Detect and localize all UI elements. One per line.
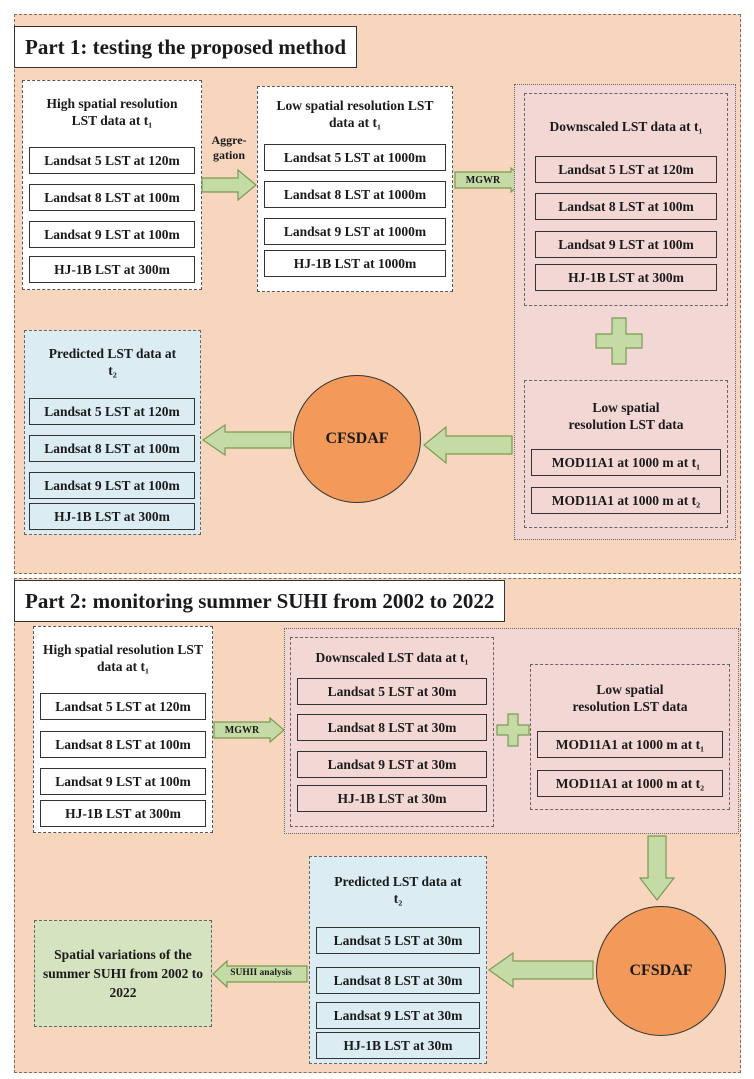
part2-downscaled-item: HJ-1B LST at 30m — [297, 785, 487, 812]
part1-downscaled-title: Downscaled LST data at t₁ — [549, 119, 703, 134]
part2-predicted-item: Landsat 9 LST at 30m — [316, 1002, 480, 1029]
part2-downscaled-title: Downscaled LST data at t₁ — [315, 650, 469, 665]
part2-high-res-item: Landsat 8 LST at 100m — [40, 731, 206, 758]
part1-downscaled-item: Landsat 9 LST at 100m — [535, 231, 717, 258]
spatial-variations-box: Spatial variations of the summer SUHI fr… — [34, 920, 212, 1027]
part2-low-modis-item: MOD11A1 at 1000 m at t₁ — [537, 731, 723, 758]
part2-high-res-item: Landsat 5 LST at 120m — [40, 693, 206, 720]
part2-low-modis-box: Low spatial resolution LST data MOD11A1 … — [530, 664, 730, 810]
part1-title: Part 1: testing the proposed method — [14, 26, 358, 68]
part2-downscaled-item: Landsat 8 LST at 30m — [297, 714, 487, 741]
part1-right-container — [514, 84, 736, 540]
arrow-left-icon — [201, 423, 292, 457]
part1-high-res-item: HJ-1B LST at 300m — [29, 256, 195, 283]
part2-mgwr-label: MGWR — [224, 725, 260, 736]
part1-predicted-item: Landsat 5 LST at 120m — [29, 398, 195, 425]
part1-low-res-title: Low spatial resolution LST data at t₁ — [276, 98, 434, 130]
arrow-left-icon — [487, 951, 594, 989]
part2-low-modis-title: Low spatial resolution LST data — [572, 682, 688, 714]
part1-low-res-box: Low spatial resolution LST data at t₁ La… — [257, 86, 453, 292]
arrow-left-icon — [212, 959, 308, 989]
aggregation-label: Aggre- gation — [211, 133, 247, 162]
part1-low-res-item: HJ-1B LST at 1000m — [264, 250, 446, 277]
part2-predicted-item: Landsat 5 LST at 30m — [316, 927, 480, 954]
plus-icon — [595, 317, 643, 365]
part1-low-modis-item: MOD11A1 at 1000 m at t₁ — [531, 449, 721, 476]
part2-cfsdaf-label: CFSDAF — [629, 962, 693, 979]
part2-predicted-item: HJ-1B LST at 30m — [316, 1032, 480, 1059]
part1-high-res-item: Landsat 5 LST at 120m — [29, 147, 195, 174]
part2-downscaled-item: Landsat 9 LST at 30m — [297, 751, 487, 778]
arrow-left-icon — [423, 425, 513, 465]
part1-downscaled-item: Landsat 8 LST at 100m — [535, 193, 717, 220]
part1-low-res-item: Landsat 9 LST at 1000m — [264, 218, 446, 245]
part1-cfsdaf-circle: CFSDAF — [293, 375, 421, 503]
part2-high-res-item: Landsat 9 LST at 100m — [40, 768, 206, 795]
part1-low-modis-title: Low spatial resolution LST data — [568, 400, 684, 432]
part2-high-res-box: High spatial resolution LST data at t₁ L… — [33, 626, 213, 833]
part2-predicted-box: Predicted LST data at t₂ Landsat 5 LST a… — [309, 856, 487, 1064]
part2-low-modis-item: MOD11A1 at 1000 m at t₂ — [537, 770, 723, 797]
part2-downscaled-item: Landsat 5 LST at 30m — [297, 678, 487, 705]
part1-low-res-item: Landsat 8 LST at 1000m — [264, 181, 446, 208]
part1-downscaled-box: Downscaled LST data at t₁ Landsat 5 LST … — [524, 93, 728, 306]
part1-downscaled-item: HJ-1B LST at 300m — [535, 264, 717, 291]
spatial-variations-label: Spatial variations of the summer SUHI fr… — [43, 947, 203, 1000]
part1-cfsdaf-label: CFSDAF — [325, 430, 389, 447]
part1-high-res-item: Landsat 9 LST at 100m — [29, 221, 195, 248]
part1-low-res-item: Landsat 5 LST at 1000m — [264, 144, 446, 171]
suhii-label: SUHII analysis — [230, 968, 292, 978]
part2-high-res-item: HJ-1B LST at 300m — [40, 800, 206, 827]
plus-icon — [496, 713, 530, 747]
part1-low-modis-box: Low spatial resolution LST data MOD11A1 … — [524, 380, 728, 528]
arrow-right-icon — [213, 716, 285, 744]
part1-predicted-item: Landsat 9 LST at 100m — [29, 472, 195, 499]
part1-predicted-item: Landsat 8 LST at 100m — [29, 435, 195, 462]
part1-predicted-box: Predicted LST data at t₂ Landsat 5 LST a… — [24, 330, 201, 535]
part2-high-res-title: High spatial resolution LST data at t₁ — [43, 642, 203, 674]
part2-cfsdaf-circle: CFSDAF — [596, 906, 726, 1036]
part1-downscaled-item: Landsat 5 LST at 120m — [535, 156, 717, 183]
arrow-right-icon — [201, 168, 257, 202]
part1-high-res-box: High spatial resolution LST data at t₁ L… — [22, 80, 202, 290]
part1-low-modis-item: MOD11A1 at 1000 m at t₂ — [531, 487, 721, 514]
part2-downscaled-box: Downscaled LST data at t₁ Landsat 5 LST … — [290, 637, 494, 827]
part2-title: Part 2: monitoring summer SUHI from 2002… — [14, 580, 506, 622]
part2-predicted-title: Predicted LST data at t₂ — [334, 874, 462, 906]
part2-predicted-item: Landsat 8 LST at 30m — [316, 967, 480, 994]
mgwr-label: MGWR — [465, 175, 501, 186]
part1-high-res-item: Landsat 8 LST at 100m — [29, 184, 195, 211]
arrow-down-icon — [638, 835, 676, 901]
part1-predicted-item: HJ-1B LST at 300m — [29, 503, 195, 530]
part1-predicted-title: Predicted LST data at t₂ — [48, 346, 177, 378]
part1-high-res-title: High spatial resolution LST data at t₁ — [46, 96, 178, 128]
